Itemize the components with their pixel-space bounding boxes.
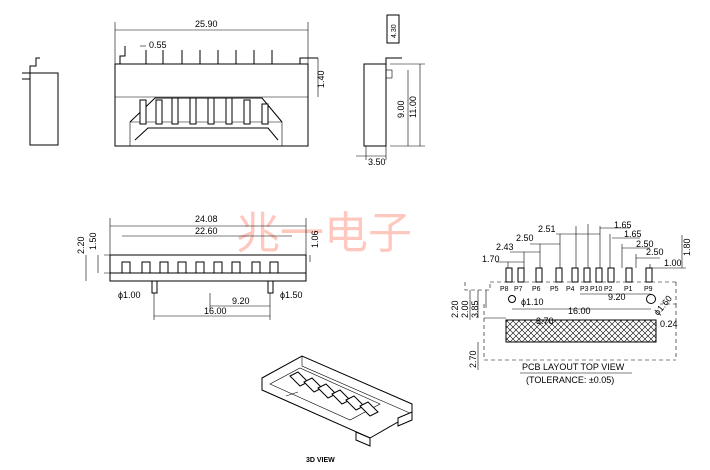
pitch-label: 2.43 xyxy=(496,242,514,252)
dim-2-70: 2.70 xyxy=(468,350,478,368)
pcb-title: PCB LAYOUT TOP VIEW xyxy=(522,362,625,372)
pitch-label: 2.51 xyxy=(538,224,556,234)
dim-height-a: 1.40 xyxy=(316,70,326,88)
pitch-label: 1.70 xyxy=(482,254,500,264)
front-view: 25.90 0.55 1.40 xyxy=(114,19,326,147)
bottom-view: 24.08 22.60 2.20 1.50 1.06 ϕ1.00 ϕ1.50 9… xyxy=(76,214,320,320)
pin-labels: P8 P7 P6 P5 P4 P3 P10 P2 P1 P9 xyxy=(500,286,653,293)
left-side-view xyxy=(22,57,59,146)
post-right-dia: ϕ1.50 xyxy=(280,290,303,300)
pin-label: P5 xyxy=(550,286,559,293)
hole-left-dia: ϕ1.10 xyxy=(521,297,544,307)
pin-label: P9 xyxy=(644,286,653,293)
dim-span-a: 9.20 xyxy=(232,296,250,306)
bottom-pins xyxy=(121,261,279,274)
keep-out-area xyxy=(505,319,657,343)
pitch-label: 1.65 xyxy=(614,220,632,230)
right-side-view: 3.50 4.30 9.00 11.00 xyxy=(356,14,425,167)
dim-height-b: 9.00 xyxy=(396,100,406,118)
dim-0-24: 0.24 xyxy=(660,319,678,329)
dim-depth: 3.50 xyxy=(368,157,386,167)
pin-label: P8 xyxy=(500,286,509,293)
post-left-dia: ϕ1.00 xyxy=(118,290,141,300)
dim-span-b: 16.00 xyxy=(204,306,227,316)
pitch-label: 2.50 xyxy=(646,247,664,257)
height-dim: 1.80 xyxy=(682,238,692,256)
pin-label: P3 xyxy=(580,286,589,293)
dim-height-c: 11.00 xyxy=(408,96,418,118)
pin-label: P4 xyxy=(566,286,575,293)
dim-inner-width: 22.60 xyxy=(195,226,218,236)
dim-leaders xyxy=(496,224,686,269)
dim-2-20: 2.20 xyxy=(450,300,460,318)
dim-pin-width: 0.55 xyxy=(149,40,167,50)
pin-label: P7 xyxy=(514,286,523,293)
pitch-label: 1.00 xyxy=(664,258,682,268)
pin-label: P2 xyxy=(604,286,613,293)
pin-label: P1 xyxy=(624,286,633,293)
dim-width: 25.90 xyxy=(195,19,218,29)
pitch-label: 2.50 xyxy=(516,233,534,243)
3d-contacts xyxy=(289,371,379,417)
3d-view: 3D VIEW xyxy=(261,355,413,464)
span-b: 16.00 xyxy=(568,306,591,316)
pitch-label: 1.65 xyxy=(624,229,642,239)
3d-view-label: 3D VIEW xyxy=(306,457,335,464)
span-a: 9.20 xyxy=(608,292,626,302)
pcb-tolerance: (TOLERANCE: ±0.05) xyxy=(526,375,614,385)
dim-height-c: 1.06 xyxy=(310,230,320,248)
pcb-pads xyxy=(505,267,653,283)
dim-height-b: 1.50 xyxy=(88,232,98,250)
top-pins xyxy=(145,50,273,64)
pcb-layout: 2.51 1.65 1.65 2.50 2.50 2.43 1.70 2.50 … xyxy=(450,220,692,385)
tag-text: 4.30 xyxy=(391,24,398,38)
dim-3-85: 3.85 xyxy=(470,300,480,318)
pin-label: P6 xyxy=(532,286,541,293)
dim-height-a: 2.20 xyxy=(76,236,86,254)
dim-outer-width: 24.08 xyxy=(195,214,218,224)
watermark: 兆一电子 xyxy=(236,208,412,259)
contact-pins xyxy=(139,97,269,125)
pitch-label: 2.50 xyxy=(636,239,654,249)
pin-label: P10 xyxy=(590,286,603,293)
dim-2-00: 2.00 xyxy=(460,300,470,318)
